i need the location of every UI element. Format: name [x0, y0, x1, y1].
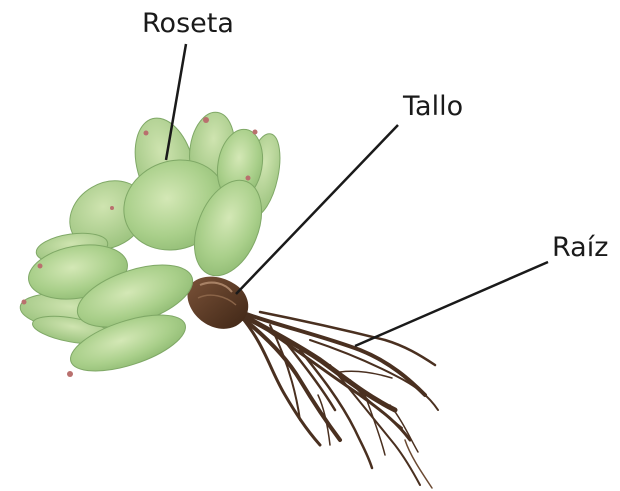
- stem-illustration: [188, 277, 249, 329]
- rosette-label: Roseta: [142, 10, 234, 37]
- roots-illustration: [215, 300, 438, 488]
- root-leader-line: [355, 262, 548, 346]
- rosette-illustration: [18, 109, 286, 382]
- root-label: Raíz: [552, 234, 608, 261]
- stem-label: Tallo: [403, 93, 463, 120]
